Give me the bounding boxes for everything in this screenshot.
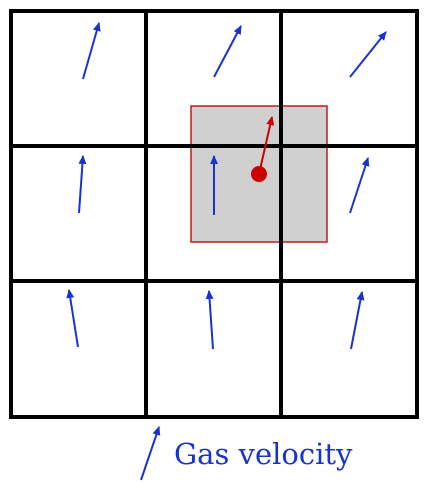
gas-velocity-arrow-r3c2 <box>205 290 214 350</box>
gas-velocity-arrow-r1c1 <box>82 22 101 80</box>
gas-velocity-arrow-r3c1 <box>66 289 79 348</box>
gas-velocity-arrow-r2c1 <box>78 155 87 214</box>
gas-velocity-arrow-r1c3 <box>349 31 387 78</box>
gas-velocity-arrow-r2c3 <box>349 157 370 214</box>
grid-lines <box>9 9 419 419</box>
legend: Gas velocity <box>140 426 353 481</box>
gas-velocity-arrow-r1c2 <box>213 25 242 78</box>
particle-velocity-arrow <box>258 116 275 175</box>
gas-velocity-arrow-r3c3 <box>350 291 365 350</box>
grid-outer-border <box>9 9 419 419</box>
particle-dot <box>251 166 267 182</box>
gas-velocity-arrows <box>66 22 387 350</box>
legend-label: Gas velocity <box>174 437 353 471</box>
legend-arrow-icon <box>140 426 161 481</box>
